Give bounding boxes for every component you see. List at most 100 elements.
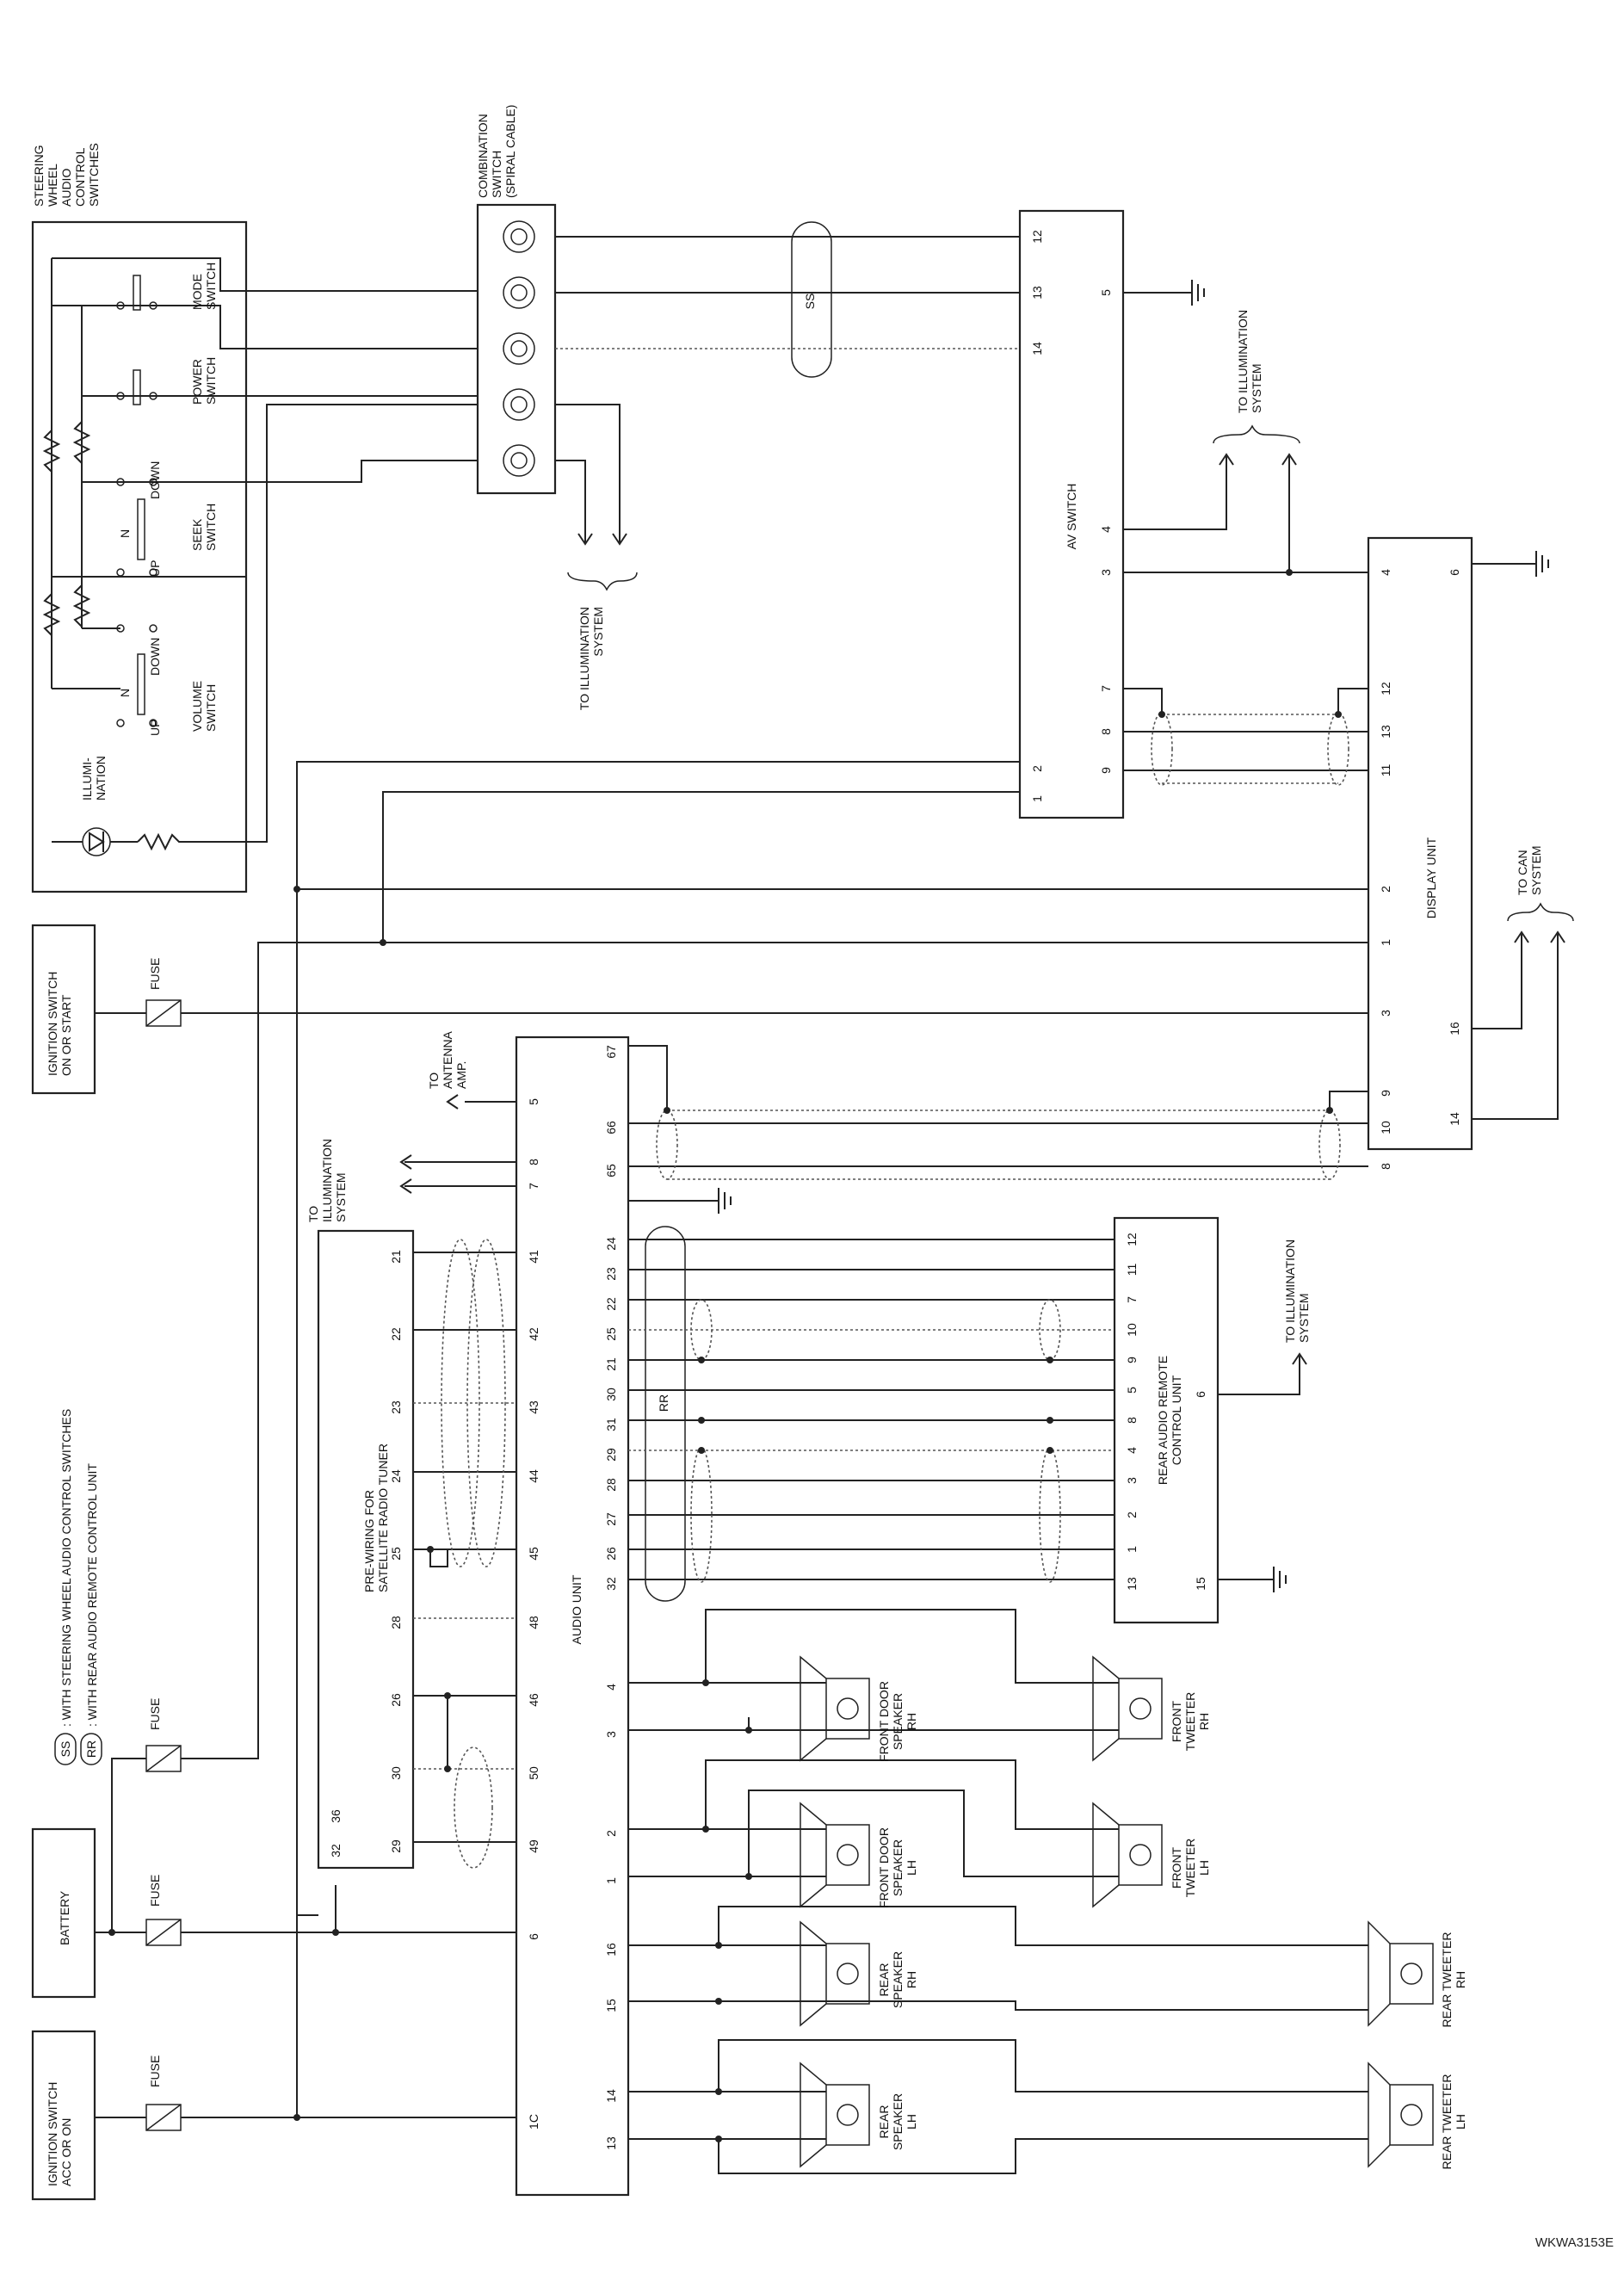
svg-text:FRONT: FRONT xyxy=(1170,1700,1183,1742)
legend-rr-code: RR xyxy=(84,1740,98,1758)
svg-text:8: 8 xyxy=(527,1159,540,1165)
svg-text:23: 23 xyxy=(389,1400,403,1414)
svg-text:7: 7 xyxy=(527,1183,540,1190)
svg-text:FRONT DOOR: FRONT DOOR xyxy=(877,1827,891,1908)
svg-text:FUSE: FUSE xyxy=(148,2055,162,2087)
rr-shield: RR xyxy=(628,1226,1115,1602)
svg-text:29: 29 xyxy=(604,1448,618,1462)
svg-text:12: 12 xyxy=(1125,1233,1139,1246)
ground-icon-display xyxy=(1535,551,1549,577)
disp-pin-6: 6 xyxy=(1448,569,1461,576)
battery: BATTERY FUSE FUSE xyxy=(31,791,1368,1999)
av-pin-7: 7 xyxy=(1099,685,1113,692)
svg-text:PRE-WIRING FOR: PRE-WIRING FOR xyxy=(362,1490,376,1592)
svg-text:RH: RH xyxy=(1197,1713,1211,1730)
svg-text:4: 4 xyxy=(604,1684,618,1691)
svg-text:30: 30 xyxy=(389,1766,403,1780)
resistor-1 xyxy=(42,430,61,473)
svg-text:STEERING: STEERING xyxy=(32,145,46,207)
svg-text:26: 26 xyxy=(389,1693,403,1707)
rr-shield-outline xyxy=(645,1226,686,1602)
svg-text:SWITCH: SWITCH xyxy=(490,151,503,198)
svg-text:ACC OR ON: ACC OR ON xyxy=(59,2118,73,2186)
svg-text:44: 44 xyxy=(527,1469,540,1483)
rear-tweeter-lh-icon xyxy=(1400,2104,1423,2126)
ss-shield: SS xyxy=(555,221,1020,378)
svg-text:24: 24 xyxy=(604,1237,618,1251)
display-unit-label: DISPLAY UNIT xyxy=(1424,837,1438,918)
svg-text:28: 28 xyxy=(389,1616,403,1629)
svg-text:27: 27 xyxy=(604,1512,618,1526)
svg-text:REAR AUDIO REMOTE: REAR AUDIO REMOTE xyxy=(1156,1356,1170,1485)
legend-rr-text: : WITH REAR AUDIO REMOTE CONTROL UNIT xyxy=(85,1463,99,1727)
volume-n-label: N xyxy=(118,689,132,697)
resistor-4 xyxy=(72,584,91,627)
seek-up-label: UP xyxy=(148,560,162,577)
svg-text:SEEK: SEEK xyxy=(190,518,204,551)
steering-wheel-switches: STEERING WHEEL AUDIO CONTROL SWITCHES xyxy=(31,143,248,893)
mode-switch-contact xyxy=(116,275,157,311)
rear-remote-unit: REAR AUDIO REMOTE CONTROL UNIT TO ILLUMI… xyxy=(1113,1216,1311,1624)
display-unit-box xyxy=(1367,536,1473,1151)
av-pin-5: 5 xyxy=(1099,289,1113,296)
ignition-on-start: IGNITION SWITCH ON OR START FUSE xyxy=(31,924,1368,1095)
svg-text:FUSE: FUSE xyxy=(148,1698,162,1730)
av-switch-box xyxy=(1018,209,1125,819)
disp-pin-2: 2 xyxy=(1379,886,1392,893)
legend-ss-badge xyxy=(54,1733,77,1765)
audio-unit-label: AUDIO UNIT xyxy=(570,1574,584,1644)
svg-text:43: 43 xyxy=(527,1400,540,1414)
svg-text:SPEAKER: SPEAKER xyxy=(891,1839,905,1896)
svg-text:1C: 1C xyxy=(527,2114,540,2130)
svg-text:SWITCH: SWITCH xyxy=(204,684,218,732)
resistor-2 xyxy=(72,421,91,464)
svg-text:6: 6 xyxy=(1194,1391,1207,1398)
ss-shield-outline xyxy=(791,221,832,378)
disp-pin-11: 11 xyxy=(1379,764,1392,777)
rear-remote-label: REAR AUDIO REMOTE CONTROL UNIT xyxy=(1156,1356,1183,1485)
svg-text:SWITCHES: SWITCHES xyxy=(87,143,101,207)
spiral-cable-icon-3 xyxy=(503,332,535,365)
svg-text:ON OR START: ON OR START xyxy=(59,994,73,1076)
svg-text:1: 1 xyxy=(604,1877,618,1884)
svg-text:30: 30 xyxy=(604,1388,618,1401)
svg-text:32: 32 xyxy=(604,1577,618,1591)
svg-text:41: 41 xyxy=(527,1250,540,1264)
mode-switch-label: MODE SWITCH xyxy=(190,263,218,310)
svg-text:ANTENNA: ANTENNA xyxy=(441,1030,454,1089)
antenna-dest: TO ANTENNA AMP. xyxy=(427,1030,468,1089)
resistor-3 xyxy=(42,593,61,636)
svg-text:ILLUMINATION: ILLUMINATION xyxy=(320,1139,334,1222)
av-switch-label: AV SWITCH xyxy=(1065,484,1078,550)
svg-text:22: 22 xyxy=(389,1327,403,1341)
disp-pin-14: 14 xyxy=(1448,1112,1461,1126)
svg-text:CONTROL: CONTROL xyxy=(73,147,87,207)
svg-text:LH: LH xyxy=(905,1860,918,1876)
svg-text:9: 9 xyxy=(1125,1357,1139,1363)
svg-text:IGNITION SWITCH: IGNITION SWITCH xyxy=(46,972,59,1076)
svg-text:15: 15 xyxy=(1194,1577,1207,1591)
ss-shield-label: SS xyxy=(803,294,817,310)
svg-text:5: 5 xyxy=(1125,1387,1139,1394)
svg-text:13: 13 xyxy=(1125,1577,1139,1591)
svg-text:RH: RH xyxy=(905,1971,918,1988)
can-dest: TO CAN SYSTEM xyxy=(1516,845,1543,895)
svg-text:SATELLITE RADIO TUNER: SATELLITE RADIO TUNER xyxy=(376,1443,390,1592)
svg-text:5: 5 xyxy=(527,1098,540,1105)
combination-switch-title: COMBINATION SWITCH (SPIRAL CABLE) xyxy=(476,105,517,198)
seek-switch-label: SEEK SWITCH xyxy=(190,504,218,551)
power-switch-contact xyxy=(116,369,157,405)
legend: SS : WITH STEERING WHEEL AUDIO CONTROL S… xyxy=(54,1409,102,1765)
svg-text:BATTERY: BATTERY xyxy=(58,1890,71,1945)
svg-text:LH: LH xyxy=(905,2114,918,2130)
svg-text:1: 1 xyxy=(1125,1546,1139,1553)
speaker-wiring xyxy=(628,1609,1368,2174)
legend-rr-badge xyxy=(80,1733,102,1765)
spiral-cable-icon-1 xyxy=(503,220,535,253)
svg-text:CONTROL UNIT: CONTROL UNIT xyxy=(1170,1375,1183,1465)
svg-text:26: 26 xyxy=(604,1547,618,1561)
